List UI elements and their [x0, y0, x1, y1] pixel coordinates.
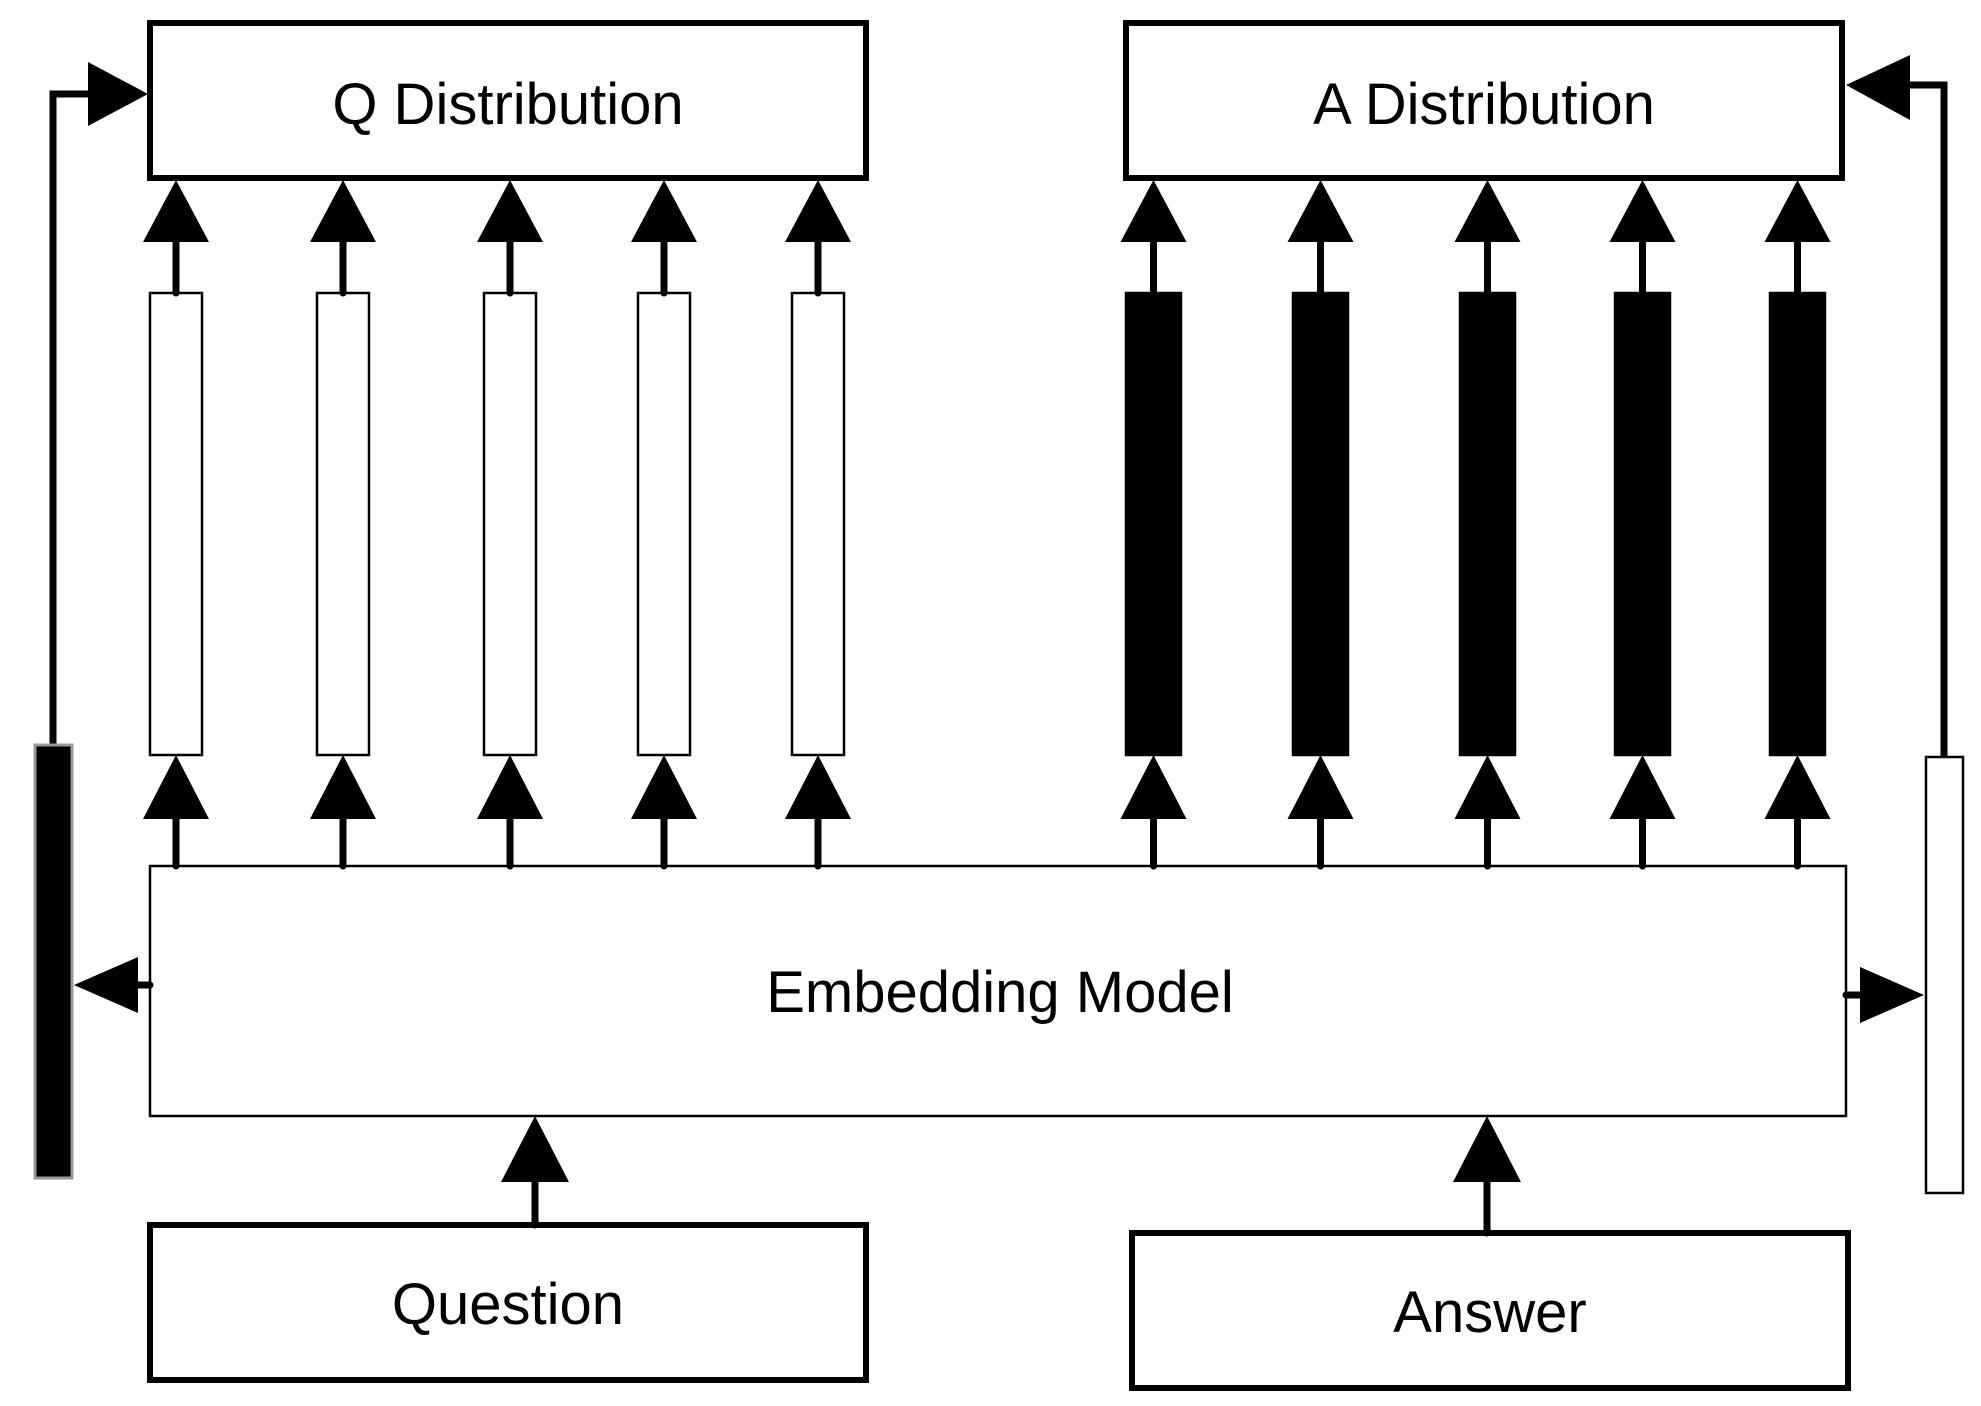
a-vector-4 [1613, 291, 1672, 757]
embedding-model-to-a-vector-4-arrow [1609, 755, 1676, 870]
embedding-model-to-q-vector-2-arrow [310, 755, 376, 870]
question-node: Question [147, 1222, 869, 1383]
q-distribution-label: Q Distribution [332, 72, 683, 137]
a-pooled-vector-to-a-distribution-connector [1846, 55, 1948, 757]
answer-to-embedding-model-arrow [1453, 1116, 1521, 1237]
a-vector-4-to-a-distribution-arrow [1609, 180, 1676, 297]
answer-node: Answer [1129, 1230, 1851, 1391]
question-to-embedding-model-arrow [501, 1116, 569, 1229]
embedding-model-to-a-vector-2-arrow [1287, 755, 1354, 870]
q-vector-2 [315, 291, 371, 757]
q-pooled-vector-to-q-distribution-connector [49, 62, 148, 745]
embedding-model-to-q-vector-1-arrow [143, 755, 209, 870]
embedding-model-to-a-vector-5-arrow [1764, 755, 1831, 870]
q-vector-4 [636, 291, 692, 757]
a-vector-2-to-a-distribution-arrow [1287, 180, 1354, 297]
answer-label: Answer [1393, 1280, 1586, 1345]
q-vector-2-to-q-distribution-arrow [310, 180, 376, 297]
embedding-model-node: Embedding Model [148, 864, 1848, 1118]
q-vector-5-to-q-distribution-arrow [785, 180, 851, 297]
q-distribution-node: Q Distribution [147, 20, 869, 181]
embedding-model-to-a-vector-1-arrow [1120, 755, 1187, 870]
embedding-model-to-a-vector-3-arrow [1454, 755, 1521, 870]
q-pooled-vector [33, 743, 74, 1180]
a-vector-2 [1291, 291, 1350, 757]
a-vector-5 [1768, 291, 1827, 757]
q-vector-1 [148, 291, 204, 757]
a-embedding-vectors [1124, 291, 1827, 757]
a-vector-3-to-a-distribution-arrow [1454, 180, 1521, 297]
q-vector-3-to-q-distribution-arrow [477, 180, 543, 297]
embedding-model-to-a-pooled-vector-arrow [1842, 967, 1924, 1023]
embedding-model-to-q-vector-5-arrow [785, 755, 851, 870]
q-vector-5 [790, 291, 846, 757]
a-vector-1 [1124, 291, 1183, 757]
a-distribution-label: A Distribution [1313, 72, 1655, 137]
embedding-model-label: Embedding Model [766, 960, 1234, 1025]
embedding-model-to-q-pooled-vector-arrow [74, 957, 154, 1013]
q-vector-1-to-q-distribution-arrow [143, 180, 209, 297]
q-embedding-vectors [148, 291, 846, 757]
a-vector-5-to-a-distribution-arrow [1764, 180, 1831, 297]
q-vector-4-to-q-distribution-arrow [631, 180, 697, 297]
a-pooled-vector [1924, 755, 1965, 1195]
a-distribution-node: A Distribution [1123, 20, 1845, 181]
question-label: Question [392, 1272, 624, 1337]
q-vector-3 [482, 291, 538, 757]
diagram-edges [49, 55, 1948, 1237]
embedding-model-to-q-vector-4-arrow [631, 755, 697, 870]
a-vector-3 [1458, 291, 1517, 757]
embedding-model-to-q-vector-3-arrow [477, 755, 543, 870]
a-vector-1-to-a-distribution-arrow [1120, 180, 1187, 297]
